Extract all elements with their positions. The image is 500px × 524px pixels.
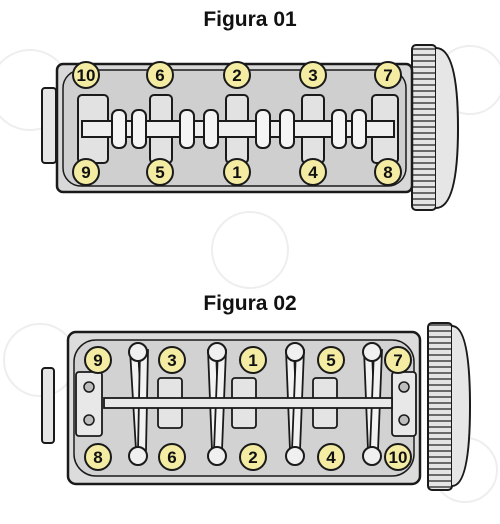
bolt-badge: 5 [146, 158, 174, 186]
cam-pulley [411, 44, 437, 211]
bolt-number: 5 [326, 351, 335, 370]
camshaft [81, 120, 395, 138]
left-end-plate [41, 367, 55, 444]
bolt-number: 1 [248, 351, 257, 370]
bolt-number: 9 [93, 351, 102, 370]
bolt-badge: 4 [299, 158, 327, 186]
bolt-number: 2 [232, 66, 241, 85]
bolt-badge: 4 [317, 443, 345, 471]
bolt-number: 8 [93, 448, 102, 467]
bolt-badge: 8 [374, 158, 402, 186]
bolt-number: 10 [77, 66, 96, 85]
end-blocks [75, 371, 417, 437]
bolt-badge: 1 [223, 158, 251, 186]
bolt-number: 10 [389, 448, 408, 467]
pulley-hub [451, 325, 472, 487]
figure-1-cylinder-head [41, 44, 460, 211]
valve-springs [128, 342, 382, 466]
bolt-number: 8 [383, 163, 392, 182]
bolt-badge: 1 [239, 346, 267, 374]
bolt-badge: 8 [84, 443, 112, 471]
bolt-badge: 6 [146, 61, 174, 89]
bolt-number: 4 [308, 163, 318, 182]
bolt-badge: 10 [384, 443, 412, 471]
bolt-number: 3 [167, 351, 176, 370]
bolt-badge: 6 [158, 443, 186, 471]
figure-2-bolt-badges: 9 3 1 5 7 8 6 2 [84, 346, 412, 471]
left-end-plate [41, 87, 57, 164]
figure-2-title: Figura 02 [203, 292, 297, 315]
bolt-number: 4 [326, 448, 336, 467]
bolt-badge: 3 [299, 61, 327, 89]
bolt-number: 7 [383, 66, 392, 85]
bolt-number: 6 [167, 448, 176, 467]
bolt-number: 1 [232, 163, 241, 182]
bolt-badge: 2 [239, 443, 267, 471]
bolt-badge: 2 [223, 61, 251, 89]
bolt-badge: 10 [72, 61, 100, 89]
bolt-number: 3 [308, 66, 317, 85]
bolt-number: 6 [155, 66, 164, 85]
pulley-hub [435, 47, 460, 209]
bolt-number: 2 [248, 448, 257, 467]
cam-pulley [427, 322, 453, 491]
bolt-badge: 9 [84, 346, 112, 374]
bolt-badge: 7 [374, 61, 402, 89]
rocker-shaft [103, 397, 393, 409]
figure-1-bolt-badges: 10 6 2 3 7 9 5 1 [72, 61, 402, 186]
bolt-badge: 7 [384, 346, 412, 374]
bolt-badge: 3 [158, 346, 186, 374]
bolt-number: 5 [155, 163, 164, 182]
bolt-number: 7 [393, 351, 402, 370]
bolt-number: 9 [81, 163, 90, 182]
bolt-badge: 5 [317, 346, 345, 374]
bolt-badge: 9 [72, 158, 100, 186]
cam-lobes [111, 109, 367, 149]
figure-1-title: Figura 01 [203, 8, 297, 31]
